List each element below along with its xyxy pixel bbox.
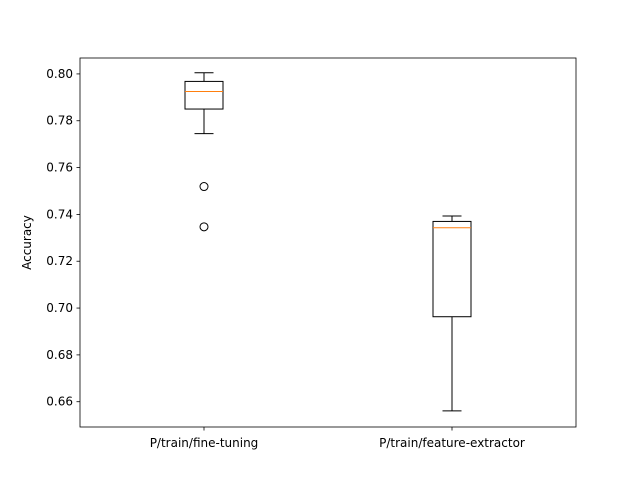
outlier-point: [199, 222, 209, 232]
y-tick-label: 0.66: [46, 395, 73, 409]
box-iqr: [184, 80, 224, 110]
y-tick-label: 0.72: [46, 254, 73, 268]
x-axis: P/train/fine-tuning P/train/feature-extra…: [150, 427, 525, 450]
outlier-point: [199, 182, 209, 192]
y-tick-label: 0.68: [46, 348, 73, 362]
y-tick-label: 0.78: [46, 114, 73, 128]
y-axis-label: Accuracy: [20, 215, 34, 270]
y-tick-label: 0.80: [46, 67, 73, 81]
y-axis: 0.66 0.68 0.70 0.72 0.74 0.76 0.78 0.80: [46, 67, 80, 409]
y-tick-label: 0.76: [46, 161, 73, 175]
box-iqr: [432, 220, 472, 318]
plot-area: [79, 57, 577, 428]
y-tick-label: 0.70: [46, 301, 73, 315]
x-tick-label: P/train/fine-tuning: [150, 436, 259, 450]
box-group: [184, 72, 224, 232]
y-tick-label: 0.74: [46, 207, 73, 221]
box-group: [432, 215, 472, 412]
x-tick-label: P/train/feature-extractor: [379, 436, 525, 450]
boxes-layer: [184, 72, 472, 412]
